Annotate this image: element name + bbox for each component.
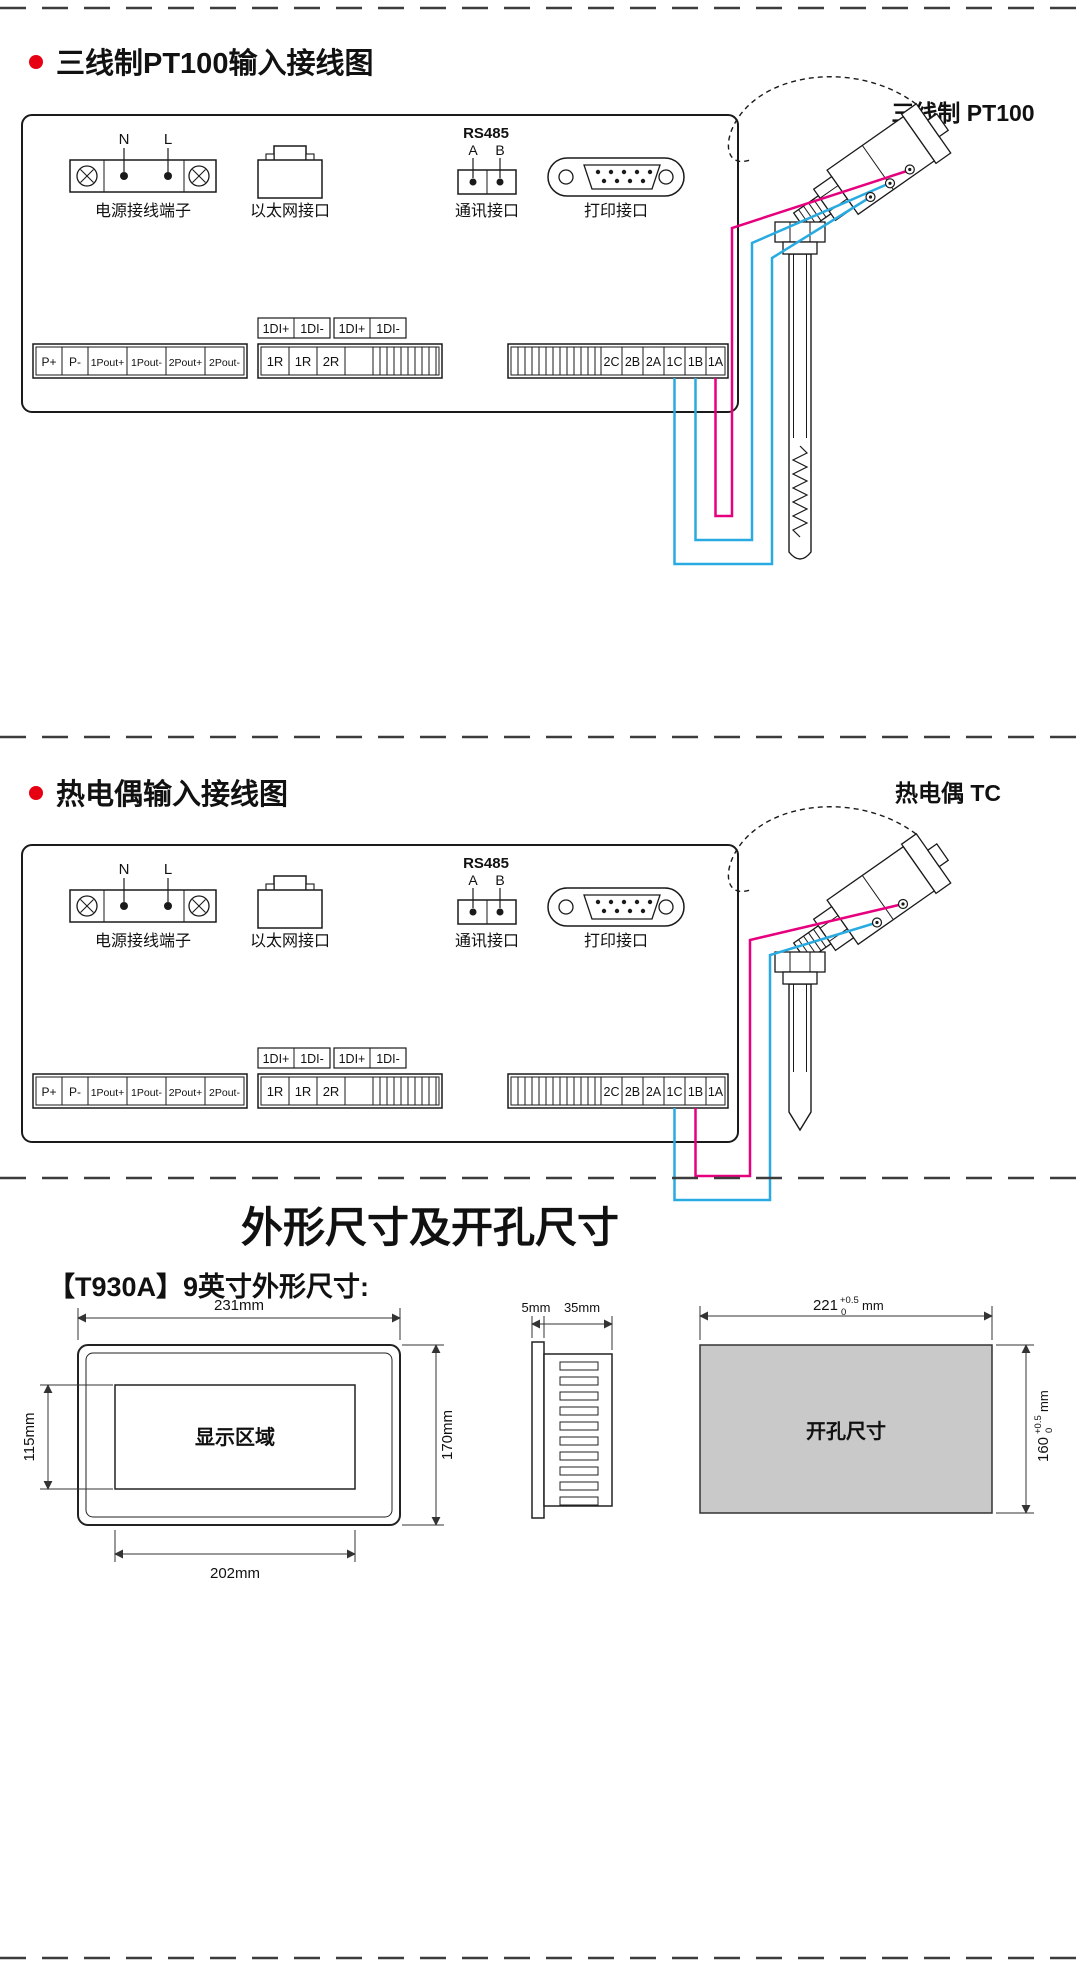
front-view (77, 1344, 401, 1526)
rtd-coil-icon (791, 445, 809, 538)
cutout-height-value: 160 (1035, 1437, 1052, 1462)
pt100-section-heading: 三线制PT100输入接线图 (56, 46, 373, 80)
dim-display-width-label: 202mm (210, 1565, 260, 1582)
cutout-width-tol-sup: +0.5 (840, 1295, 859, 1306)
cutout-height-unit: mm (1036, 1390, 1051, 1412)
wire-pink (694, 902, 904, 1178)
wire-blue (694, 181, 891, 542)
heading-bullet-icon (29, 786, 43, 800)
cutout-width-value: 221 (813, 1297, 838, 1314)
dimensions-title: 外形尺寸及开孔尺寸 (241, 1204, 619, 1251)
heading-bullet-icon (29, 55, 43, 69)
cutout-label: 开孔尺寸 (806, 1420, 886, 1443)
sensor-terminals (871, 898, 909, 928)
wire-pink (714, 168, 911, 518)
dimensions-subtitle: 【T930A】9英寸外形尺寸: (48, 1272, 369, 1302)
dimensions-section: 外形尺寸及开孔尺寸 【T930A】9英寸外形尺寸: 显示区域 231mm 115… (21, 1204, 1055, 1582)
pt100-wiring-section: 三线制PT100输入接线图 三线制 PT100 (21, 46, 1035, 566)
cutout-dimensions (699, 1306, 1034, 1514)
dim-width-label: 231mm (214, 1297, 264, 1314)
wire-blue (673, 195, 872, 566)
cutout-width-tol-sub: 0 (841, 1307, 846, 1318)
display-area-label: 显示区域 (195, 1425, 275, 1449)
cutout-height-tol-sup: +0.5 (1033, 1415, 1044, 1434)
cutout-width-unit: mm (862, 1298, 884, 1313)
dim-display-height-label: 115mm (21, 1413, 38, 1462)
dim-body-depth-label: 35mm (564, 1300, 600, 1315)
pt100-sensor-probe (788, 253, 812, 560)
cutout-height-tol-sub: 0 (1044, 1428, 1055, 1433)
tc-section-heading: 热电偶输入接线图 (56, 777, 288, 811)
tc-sensor-label: 热电偶 TC (895, 780, 1001, 806)
sensor-terminals (865, 164, 915, 203)
cutout-height-dim: 160 +0.5 0 mm (1033, 1390, 1055, 1462)
side-view-dimensions (531, 1316, 613, 1350)
vent-slots-icon (559, 1361, 599, 1506)
dim-height-label: 170mm (439, 1410, 456, 1460)
side-view (531, 1341, 613, 1519)
cutout-area (699, 1344, 993, 1514)
tc-wiring-section: 热电偶输入接线图 热电偶 TC (21, 777, 1001, 1202)
front-view-dimensions (40, 1308, 444, 1562)
display-area (114, 1384, 356, 1490)
dim-bezel-depth-label: 5mm (522, 1300, 551, 1315)
tc-sensor-probe (788, 983, 812, 1132)
wire-blue (673, 921, 878, 1202)
